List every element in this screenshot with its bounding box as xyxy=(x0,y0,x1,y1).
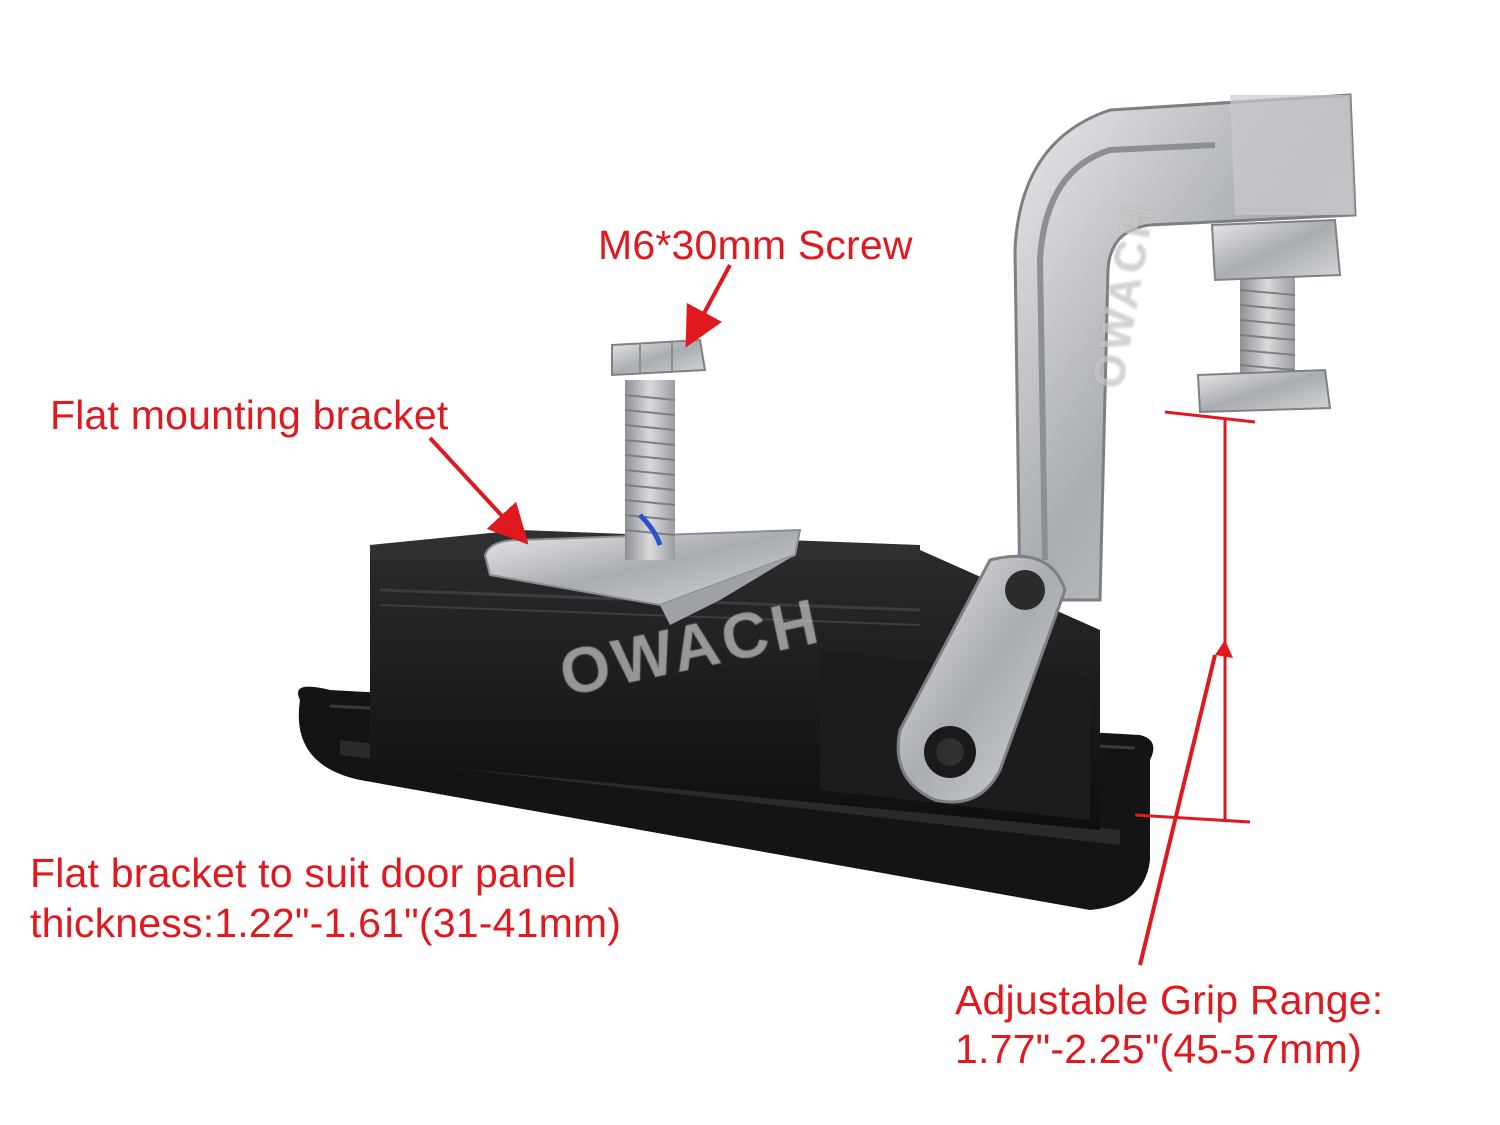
j-hook-arm xyxy=(1013,93,1357,602)
door-panel-label-line2: thickness:1.22"-1.61"(31-41mm) xyxy=(30,900,622,946)
m6-screw xyxy=(611,338,707,560)
grip-range-label-line2: 1.77"-2.25"(45-57mm) xyxy=(955,1026,1362,1072)
annotation-arrows xyxy=(428,264,732,545)
bracket-arrow xyxy=(428,436,529,545)
screw-label: M6*30mm Screw xyxy=(598,222,913,268)
screw-arrow xyxy=(685,264,732,348)
grip-range-dimension xyxy=(1134,410,1256,966)
grip-range-label-line1: Adjustable Grip Range: xyxy=(955,977,1384,1023)
grip-bolt xyxy=(1196,218,1342,414)
flat-bracket-label: Flat mounting bracket xyxy=(50,392,449,438)
lever-arm xyxy=(896,554,1067,804)
door-panel-label-line1: Flat bracket to suit door panel xyxy=(30,850,577,896)
